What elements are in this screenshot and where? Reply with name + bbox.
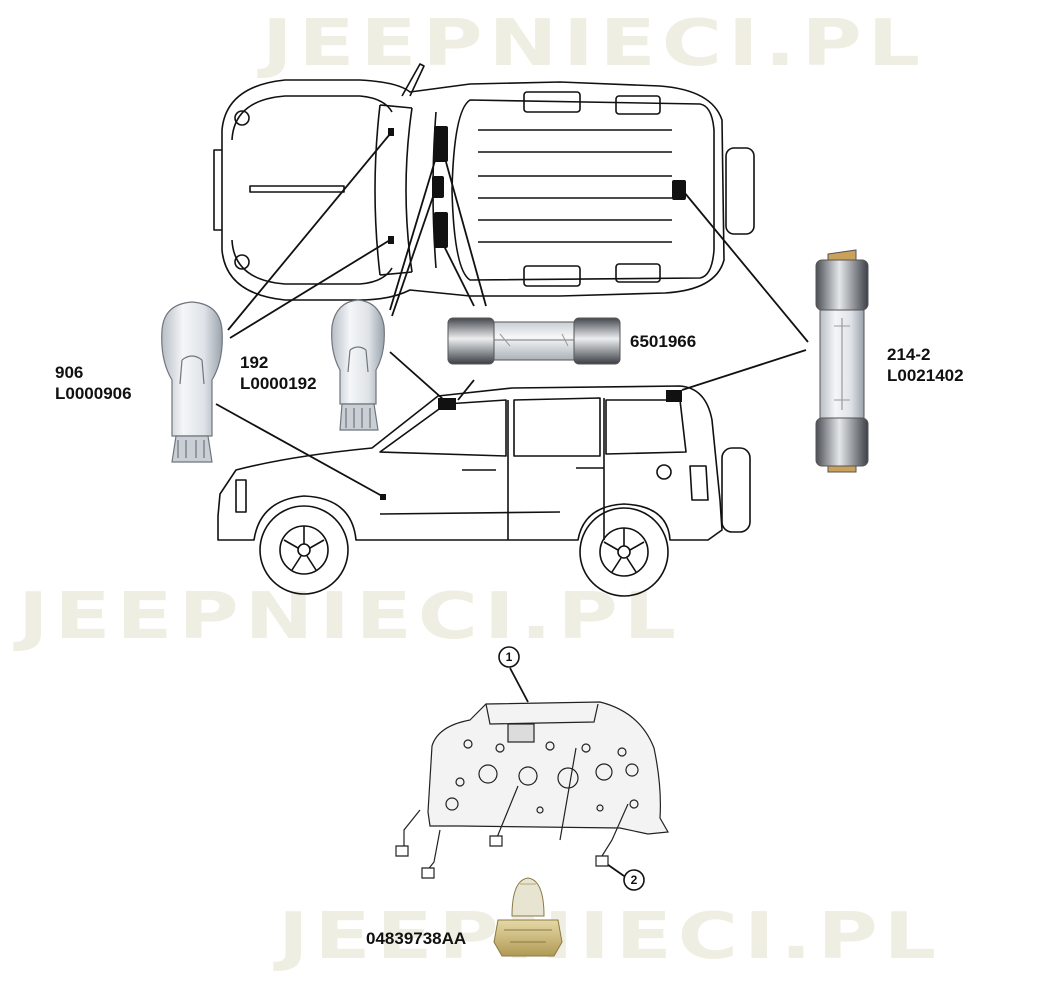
label-906-code: 906 <box>55 363 84 382</box>
cluster-bulb-illustration <box>493 877 563 957</box>
bulb-192-illustration <box>331 299 385 431</box>
leader-lines <box>215 133 809 877</box>
label-6501966: 6501966 <box>630 331 696 352</box>
side-view-lamp-marks <box>380 390 682 500</box>
label-214-2-part-number: L0021402 <box>887 366 964 385</box>
watermark-top: JEEPNIECI.PL <box>262 6 926 81</box>
vehicle-top-view <box>213 63 755 301</box>
watermark-bottom: JEEPNIECI.PL <box>278 899 942 974</box>
label-906: 906 L0000906 <box>55 362 132 404</box>
label-6501966-part-number: 6501966 <box>630 332 697 351</box>
label-cluster-bulb-part-number: 04839738AA <box>366 929 467 948</box>
label-192-code: 192 <box>240 353 269 372</box>
festoon-214-2-illustration <box>815 249 869 473</box>
top-view-lamp-marks <box>388 126 686 248</box>
label-214-2-code: 214-2 <box>887 345 931 364</box>
label-192-part-number: L0000192 <box>240 374 317 393</box>
label-192: 192 L0000192 <box>240 352 317 394</box>
watermark-middle: JEEPNIECI.PL <box>18 579 682 654</box>
callout-1-number: 1 <box>505 650 513 664</box>
label-214-2: 214-2 L0021402 <box>887 344 964 386</box>
callout-circles <box>498 646 645 891</box>
festoon-6501966-illustration <box>447 317 621 365</box>
callout-2-number: 2 <box>630 873 638 887</box>
label-04839738aa: 04839738AA <box>366 928 466 949</box>
instrument-cluster-illustration <box>395 701 669 879</box>
vehicle-side-view <box>217 385 751 597</box>
bulb-906-illustration <box>161 301 223 463</box>
label-906-part-number: L0000906 <box>55 384 132 403</box>
